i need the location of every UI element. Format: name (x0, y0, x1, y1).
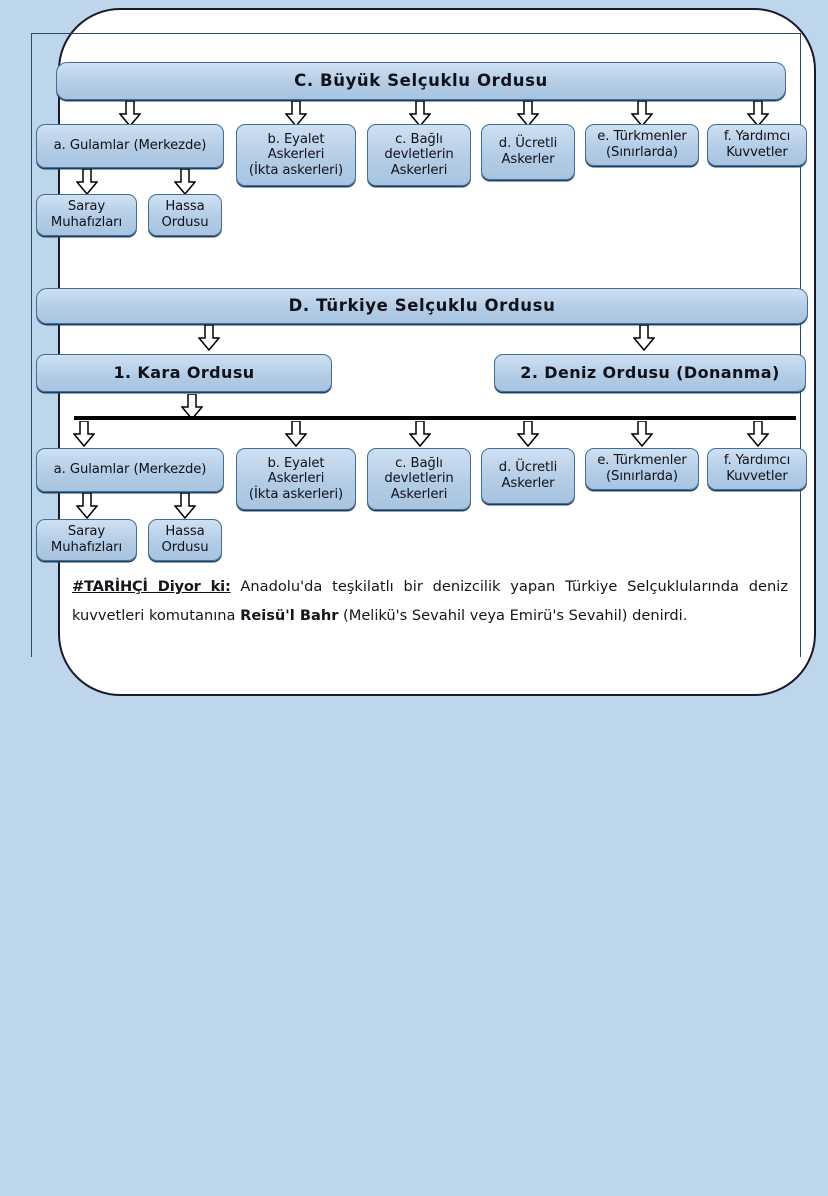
child-line: Ordusu (161, 215, 209, 230)
arrow-down-c-5 (631, 101, 653, 127)
arrow-down-c-4 (517, 101, 539, 127)
arrow-down-d-5 (631, 421, 653, 447)
child-line: Ordusu (161, 540, 209, 555)
unit-box-d-f: f. Yardımcı Kuvvetler (707, 448, 807, 490)
historian-note-bold-term: Reisü'l Bahr (240, 607, 339, 625)
unit-line: Askerler (501, 476, 555, 491)
unit-box-c-a: a. Gulamlar (Merkezde) (36, 124, 224, 168)
diagram-stage: C. Büyük Selçuklu Ordusu a. Gulamlar (Me… (36, 62, 808, 630)
unit-line: d. Ücretli (498, 460, 558, 476)
branch-label: 1. Kara Ordusu (113, 362, 255, 382)
unit-line: (Sınırlarda) (606, 469, 678, 484)
arrow-down-c-6 (747, 101, 769, 127)
unit-box-c-f: f. Yardımcı Kuvvetler (707, 124, 807, 166)
child-line: Saray (67, 524, 106, 540)
distribution-rule (74, 416, 796, 420)
unit-line: Askerleri (390, 486, 448, 502)
arrow-down-d-deniz (633, 325, 655, 351)
unit-line: a. Gulamlar (Merkezde) (53, 462, 207, 478)
arrow-down-d-2 (285, 421, 307, 447)
arrow-down-kara-to-rule (181, 394, 203, 420)
child-line: Hassa (165, 524, 205, 540)
arrow-down-d-3 (409, 421, 431, 447)
unit-line: c. Bağlı (395, 131, 443, 147)
child-box-c-saray: Saray Muhafızları (36, 194, 137, 236)
unit-box-d-b: b. Eyalet Askerleri (İkta askerleri) (236, 448, 356, 510)
arrow-down-c-gulam-1 (76, 169, 98, 195)
arrow-down-c-1 (119, 101, 141, 127)
historian-note-text-1: Anadolu'da teşkilatlı bir denizcilik yap… (72, 578, 788, 625)
arrow-down-d-6 (747, 421, 769, 447)
unit-line: Askerler (501, 152, 555, 167)
content-card (58, 8, 816, 696)
unit-line: Askerleri (267, 471, 325, 487)
arrow-down-d-4 (517, 421, 539, 447)
unit-line: Askerleri (390, 162, 448, 178)
arrow-down-d-1 (73, 421, 95, 447)
child-box-d-hassa: Hassa Ordusu (148, 519, 222, 561)
unit-line: c. Bağlı (395, 455, 443, 471)
arrow-down-c-gulam-2 (174, 169, 196, 195)
branch-box-deniz-ordusu: 2. Deniz Ordusu (Donanma) (494, 354, 806, 392)
unit-line: devletlerin (384, 471, 454, 487)
section-d-header-label: D. Türkiye Selçuklu Ordusu (288, 296, 556, 316)
unit-line: f. Yardımcı (723, 453, 791, 469)
unit-line: b. Eyalet (267, 455, 325, 471)
unit-box-c-d: d. Ücretli Askerler (481, 124, 575, 180)
unit-line: e. Türkmenler (597, 453, 687, 469)
branch-box-kara-ordusu: 1. Kara Ordusu (36, 354, 332, 392)
unit-box-d-e: e. Türkmenler (Sınırlarda) (585, 448, 699, 490)
unit-line: f. Yardımcı (723, 129, 791, 145)
child-line: Muhafızları (50, 540, 123, 555)
arrow-down-c-3 (409, 101, 431, 127)
unit-box-d-a: a. Gulamlar (Merkezde) (36, 448, 224, 492)
section-c-header: C. Büyük Selçuklu Ordusu (56, 62, 786, 100)
historian-note: #TARİHÇİ Diyor ki: Anadolu'da teşkilatlı… (72, 572, 788, 630)
unit-line: a. Gulamlar (Merkezde) (53, 138, 207, 154)
unit-line: Kuvvetler (726, 145, 788, 160)
unit-line: devletlerin (384, 147, 454, 163)
unit-box-d-d: d. Ücretli Askerler (481, 448, 575, 504)
unit-box-c-b: b. Eyalet Askerleri (İkta askerleri) (236, 124, 356, 186)
child-box-d-saray: Saray Muhafızları (36, 519, 137, 561)
arrow-down-d-gulam-2 (174, 493, 196, 519)
historian-note-text-2: (Melikü's Sevahil veya Emirü's Sevahil) … (338, 607, 688, 625)
arrow-down-d-kara (198, 325, 220, 351)
unit-box-c-e: e. Türkmenler (Sınırlarda) (585, 124, 699, 166)
unit-line: e. Türkmenler (597, 129, 687, 145)
child-line: Saray (67, 199, 106, 215)
unit-box-c-c: c. Bağlı devletlerin Askerleri (367, 124, 471, 186)
unit-line: (İkta askerleri) (248, 162, 344, 178)
section-c-header-label: C. Büyük Selçuklu Ordusu (294, 71, 548, 91)
child-line: Muhafızları (50, 215, 123, 230)
unit-box-d-c: c. Bağlı devletlerin Askerleri (367, 448, 471, 510)
unit-line: Kuvvetler (726, 469, 788, 484)
unit-line: (Sınırlarda) (606, 145, 678, 160)
arrow-down-d-gulam-1 (76, 493, 98, 519)
section-d-header: D. Türkiye Selçuklu Ordusu (36, 288, 808, 324)
unit-line: Askerleri (267, 147, 325, 163)
historian-note-tag: #TARİHÇİ Diyor ki: (72, 578, 231, 595)
unit-line: d. Ücretli (498, 136, 558, 152)
child-box-c-hassa: Hassa Ordusu (148, 194, 222, 236)
arrow-down-c-2 (285, 101, 307, 127)
branch-label: 2. Deniz Ordusu (Donanma) (520, 362, 780, 382)
child-line: Hassa (165, 199, 205, 215)
unit-line: (İkta askerleri) (248, 486, 344, 502)
unit-line: b. Eyalet (267, 131, 325, 147)
